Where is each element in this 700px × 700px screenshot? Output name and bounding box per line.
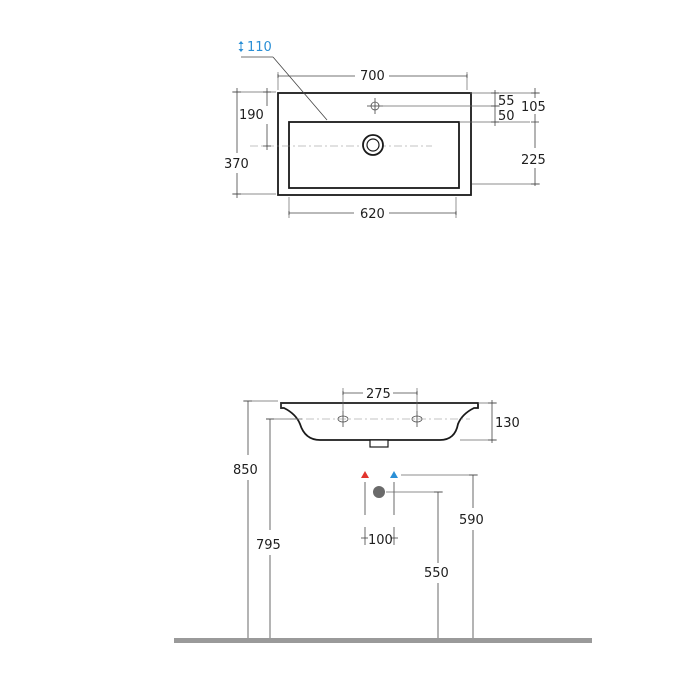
- waste-outlet: [373, 486, 385, 498]
- tap-to-bowl-label: 50: [498, 109, 515, 124]
- basin-bottom-label: 795: [256, 538, 281, 553]
- front-view: 275 130 850 795: [174, 387, 592, 643]
- supply-spacing-label: 100: [368, 533, 393, 548]
- top-view: 110 700 620 55 50 105 225: [224, 40, 546, 222]
- waste-stub: [369, 439, 389, 448]
- tap-to-back-label: 55: [498, 94, 515, 109]
- tap-holes-spacing-label: 275: [366, 387, 391, 402]
- hole-depth-label: 110: [247, 40, 272, 55]
- tap-hole-top: [367, 98, 383, 114]
- waste-height-label: 550: [424, 566, 449, 581]
- width-inner-label: 620: [360, 207, 385, 222]
- hot-water-tap-icon: [361, 471, 369, 478]
- supply-height-label: 590: [459, 513, 484, 528]
- back-to-drain-label: 190: [239, 108, 264, 123]
- basin-profile: [280, 402, 479, 441]
- bowl-to-front-label: 225: [521, 153, 546, 168]
- basin-height-label: 130: [495, 416, 520, 431]
- back-to-bowl-label: 105: [521, 100, 546, 115]
- cold-water-tap-icon: [390, 471, 398, 478]
- width-outer-label: 700: [360, 69, 385, 84]
- rim-height-label: 850: [233, 463, 258, 478]
- depth-arrow-icon: [238, 41, 244, 52]
- floor-line: [174, 638, 592, 643]
- depth-overall-label: 370: [224, 157, 249, 172]
- drain-circle-inner: [366, 138, 380, 152]
